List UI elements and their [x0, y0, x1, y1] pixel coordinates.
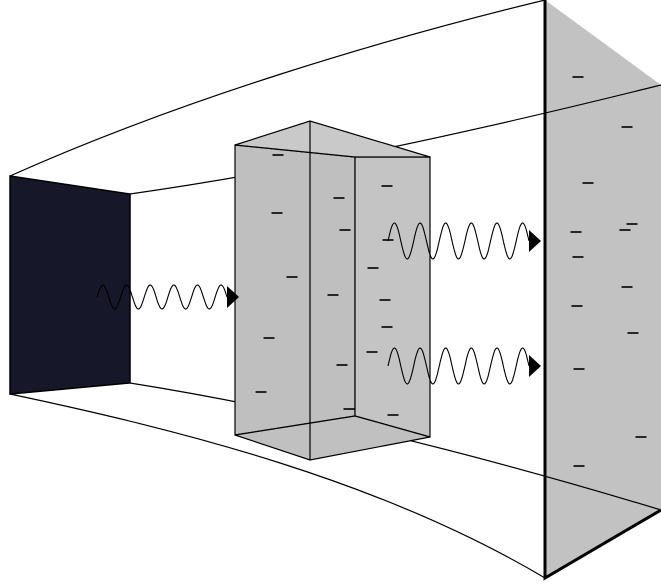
incident-wave: [96, 284, 239, 310]
arrowhead-icon: [529, 355, 541, 377]
absorber-slab: [234, 120, 431, 461]
transmitted-wave-lower: [387, 347, 541, 385]
slab-bottom-face: [234, 415, 431, 461]
waves: [96, 222, 541, 385]
detector-charges: [570, 76, 647, 467]
arrowhead-icon: [529, 230, 541, 252]
envelope-bottom-outer: [9, 393, 546, 579]
beam-envelope: [9, 0, 661, 579]
source-plate: [9, 175, 131, 395]
transmitted-wave-upper: [387, 222, 541, 260]
slab-charges: [255, 154, 399, 416]
slab-front-face: [234, 144, 356, 436]
envelope-top-outer: [9, 0, 546, 177]
detector-screen: [545, 0, 661, 578]
slab-right-face: [354, 156, 431, 438]
arrowhead-icon: [227, 286, 239, 308]
detector-outline: [543, 0, 661, 581]
slab-top-face: [234, 120, 431, 158]
